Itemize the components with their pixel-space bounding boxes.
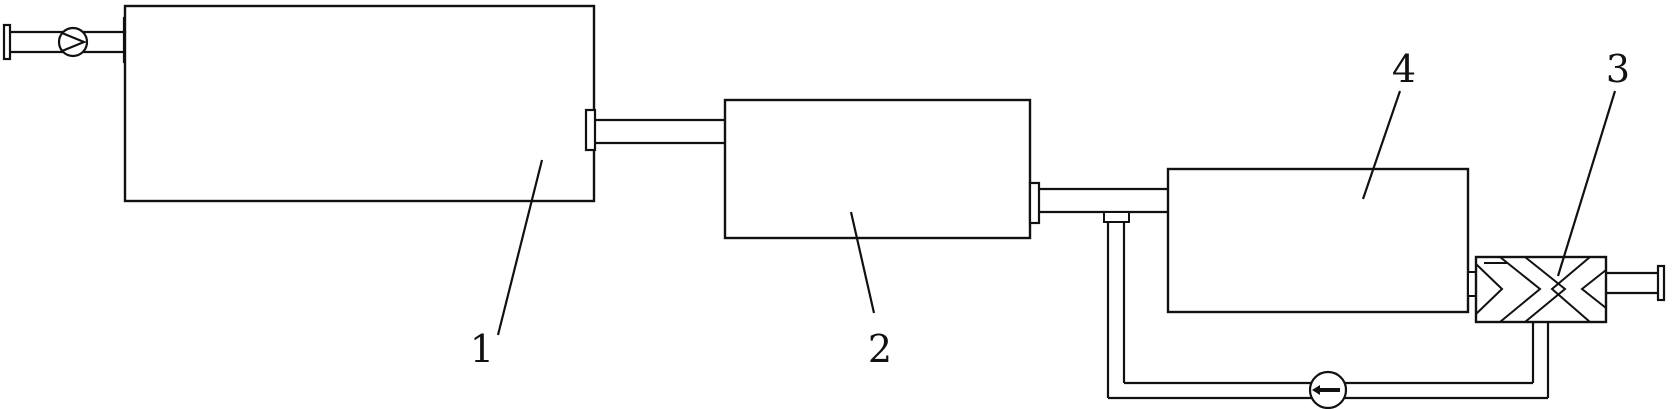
tank-1-outlet-flange	[584, 108, 597, 152]
pipe-2-to-4	[1039, 187, 1168, 214]
pipe-1-to-2	[595, 118, 725, 145]
leader-line-4	[1361, 90, 1402, 200]
leader-line-2	[849, 211, 876, 314]
label-unit-4: 4	[1392, 47, 1416, 91]
label-tank-2: 2	[868, 327, 892, 371]
outlet-end-flange	[1656, 264, 1666, 302]
filter-3	[1474, 255, 1608, 324]
unit-4	[1166, 167, 1470, 314]
tank-2	[723, 98, 1032, 240]
tank-2-outlet-flange	[1028, 181, 1041, 225]
label-filter-3: 3	[1606, 47, 1630, 91]
tank-1	[123, 4, 596, 203]
inlet-end-flange	[2, 23, 12, 61]
leader-line-3	[1556, 90, 1617, 277]
pump-icon	[57, 26, 89, 58]
outlet-pipe	[1606, 264, 1666, 302]
label-tank-1: 1	[470, 327, 494, 371]
flow-gauge-icon	[1308, 370, 1348, 409]
bypass-tee	[1103, 211, 1130, 223]
leader-line-1	[496, 159, 544, 336]
